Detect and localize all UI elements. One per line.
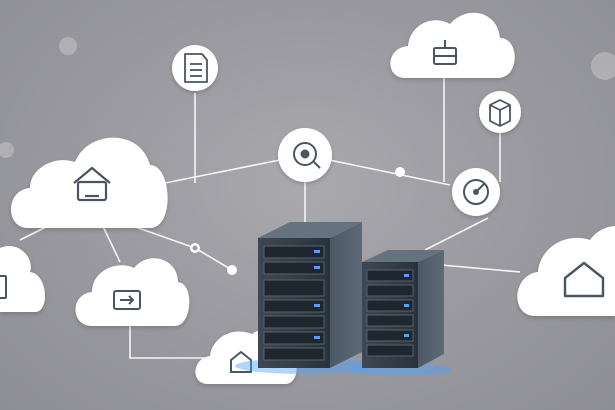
gauge-icon [463,179,489,205]
left-home-cloud [10,137,168,228]
document-icon [184,53,208,83]
disc-node [278,128,332,182]
gauge-node [452,168,500,216]
server-drawers [263,245,325,361]
server-status-lights [314,250,320,339]
inbox-icon [433,40,457,65]
disc-icon [293,142,321,169]
transfer-icon [113,290,141,310]
document-icon [0,275,7,299]
server-drawers [366,269,414,357]
server-rack-small [348,250,452,376]
top-right-box-cloud [390,12,515,79]
home-icon [230,351,252,373]
right-home-cloud [517,226,615,316]
middle-left-cloud [75,258,190,326]
server-rack-large [235,222,375,374]
package-node [479,91,521,133]
home-device-icon [73,166,111,202]
home-icon [563,261,605,298]
server-status-lights [404,274,409,337]
document-node [172,45,218,91]
far-left-cloud [0,246,46,312]
package-icon [489,99,511,127]
background-bokeh [0,37,615,158]
